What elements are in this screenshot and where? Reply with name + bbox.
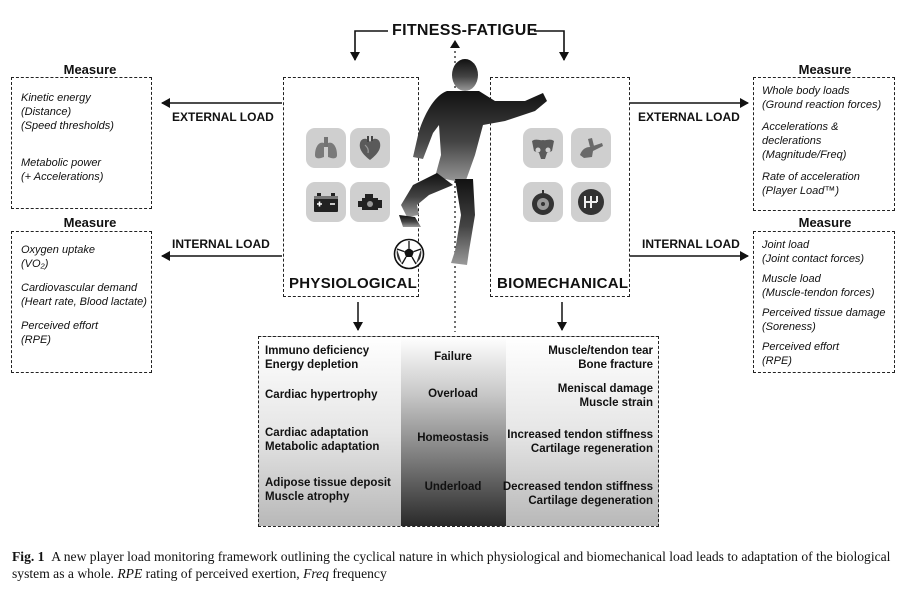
table-row-underload-left: Adipose tissue deposit Muscle atrophy bbox=[265, 477, 391, 503]
lungs-icon bbox=[306, 128, 346, 168]
table-row-homeostasis-center: Homeostasis bbox=[417, 432, 489, 444]
left-bottom-measure-title: Measure bbox=[63, 215, 117, 230]
battery-icon bbox=[306, 182, 346, 222]
table-row-failure-left: Immuno deficiency Energy depletion bbox=[265, 345, 370, 371]
foot-bones-icon bbox=[571, 128, 611, 168]
table-row-underload-right: Decreased tendon stiffness Cartilage deg… bbox=[502, 481, 653, 507]
table-row-overload-center: Overload bbox=[428, 388, 478, 400]
right-top-measure-box: Whole body loads (Ground reaction forces… bbox=[753, 77, 895, 211]
table-row-overload-left: Cardiac hypertrophy bbox=[265, 389, 378, 401]
biomechanical-label: BIOMECHANICAL bbox=[497, 275, 629, 292]
left-external-load-label: EXTERNAL LOAD bbox=[172, 110, 274, 124]
right-bottom-measure-title: Measure bbox=[798, 215, 852, 230]
left-internal-load-label: INTERNAL LOAD bbox=[172, 237, 270, 251]
table-row-failure-center: Failure bbox=[434, 351, 472, 363]
left-top-measure-title: Measure bbox=[63, 62, 117, 77]
player-silhouette bbox=[399, 59, 547, 265]
physiological-label: PHYSIOLOGICAL bbox=[289, 275, 418, 292]
right-internal-load-label: INTERNAL LOAD bbox=[642, 237, 740, 251]
right-bottom-measure-box: Joint load (Joint contact forces) Muscle… bbox=[753, 231, 895, 373]
tire-icon bbox=[523, 182, 563, 222]
table-row-failure-right: Muscle/tendon tear Bone fracture bbox=[548, 345, 653, 371]
table-row-homeostasis-right: Increased tendon stiffness Cartilage reg… bbox=[507, 429, 653, 455]
diagram-title: FITNESS-FATIGUE bbox=[392, 22, 538, 39]
right-external-load-label: EXTERNAL LOAD bbox=[638, 110, 740, 124]
left-top-measure-box: Kinetic energy (Distance) (Speed thresho… bbox=[11, 77, 152, 209]
title-left-arrow bbox=[350, 30, 388, 61]
figure-caption: Fig. 1 A new player load monitoring fram… bbox=[12, 549, 891, 581]
soccer-ball-icon bbox=[393, 238, 425, 270]
caption-label: Fig. 1 bbox=[12, 549, 45, 564]
table-row-underload-center: Underload bbox=[424, 481, 482, 493]
gear-shift-icon bbox=[571, 182, 611, 222]
table-row-overload-right: Meniscal damage Muscle strain bbox=[557, 383, 653, 409]
heart-icon bbox=[350, 128, 390, 168]
right-top-measure-title: Measure bbox=[798, 62, 852, 77]
pelvis-icon bbox=[523, 128, 563, 168]
title-right-arrow bbox=[534, 30, 569, 61]
left-bottom-measure-box: Oxygen uptake (VO₂) Cardiovascular deman… bbox=[11, 231, 152, 373]
adaptation-center-band bbox=[401, 337, 506, 526]
table-row-homeostasis-left: Cardiac adaptation Metabolic adaptation bbox=[265, 427, 380, 453]
engine-icon bbox=[350, 182, 390, 222]
connector-arrows bbox=[161, 30, 749, 332]
